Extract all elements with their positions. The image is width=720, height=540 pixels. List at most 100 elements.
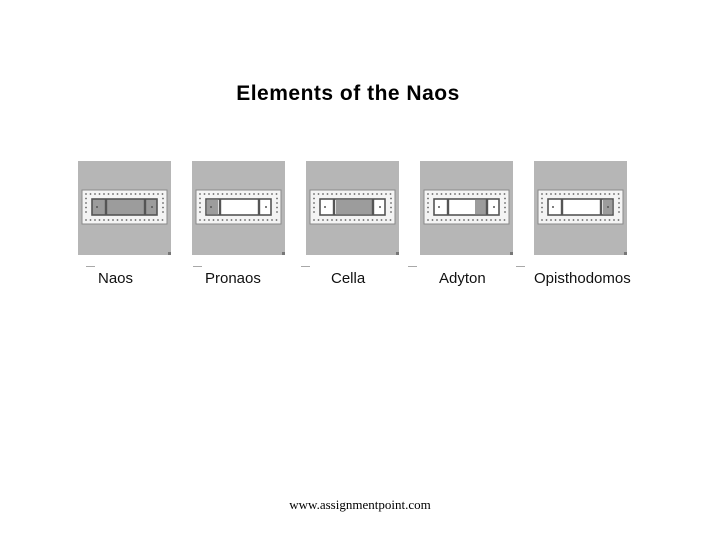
- column-dot: [376, 193, 378, 195]
- column-dot: [595, 219, 597, 221]
- column-dot: [221, 219, 224, 221]
- column-dot: [125, 219, 128, 221]
- column-dot: [476, 219, 479, 221]
- antae-column: [493, 206, 495, 208]
- panel-corner-mark: [168, 252, 171, 255]
- column-dot: [427, 197, 429, 200]
- column-dot: [130, 219, 132, 221]
- column-dot: [271, 193, 273, 195]
- column-dot: [217, 219, 219, 221]
- column-dot: [541, 211, 543, 213]
- column-dot: [380, 193, 383, 195]
- column-dot: [349, 193, 351, 195]
- column-dot: [239, 219, 242, 221]
- column-dot: [257, 219, 260, 221]
- column-dot: [380, 219, 383, 221]
- column-dot: [503, 219, 506, 221]
- column-dot: [563, 193, 566, 195]
- column-dot: [148, 193, 150, 195]
- column-dot: [94, 219, 96, 221]
- column-dot: [121, 193, 123, 195]
- antae-column: [438, 206, 440, 208]
- column-dot: [362, 193, 365, 195]
- column-dot: [276, 197, 278, 200]
- column-dot: [103, 219, 105, 221]
- column-dot: [85, 211, 87, 213]
- column-dot: [590, 219, 593, 221]
- column-dot: [599, 193, 602, 195]
- column-dot: [317, 193, 320, 195]
- column-dot: [162, 197, 164, 200]
- column-dot: [217, 193, 219, 195]
- column-dot: [499, 219, 501, 221]
- column-dot: [445, 219, 447, 221]
- column-dot: [94, 193, 96, 195]
- column-dot: [472, 219, 474, 221]
- column-dot: [85, 202, 87, 204]
- column-dot: [230, 219, 233, 221]
- column-dot: [143, 219, 146, 221]
- label-dash: [301, 266, 310, 267]
- column-dot: [476, 193, 479, 195]
- column-dot: [431, 193, 434, 195]
- column-dot: [504, 202, 506, 204]
- column-dot: [586, 193, 588, 195]
- column-dot: [139, 219, 141, 221]
- column-dot: [353, 219, 356, 221]
- column-dot: [613, 193, 615, 195]
- column-dot: [134, 193, 137, 195]
- column-dot: [340, 219, 342, 221]
- column-dot: [313, 197, 315, 200]
- column-dot: [212, 193, 215, 195]
- column-dot: [389, 193, 392, 195]
- column-dot: [371, 219, 374, 221]
- adyton-area: [475, 200, 486, 214]
- column-dot: [85, 197, 87, 200]
- temple-plan-naos: [78, 161, 171, 255]
- column-dot: [98, 219, 101, 221]
- plan-diagram-opisthodomos: [537, 189, 624, 225]
- naos-wall: [91, 198, 158, 216]
- column-dot: [458, 193, 461, 195]
- label-cella: Cella: [331, 270, 366, 287]
- column-dot: [199, 202, 201, 204]
- column-dot: [257, 193, 260, 195]
- column-dot: [322, 193, 324, 195]
- column-dot: [112, 193, 114, 195]
- column-dot: [157, 193, 159, 195]
- column-dot: [322, 219, 324, 221]
- column-dot: [161, 193, 164, 195]
- column-dot: [199, 193, 201, 195]
- naos-wall: [433, 198, 500, 216]
- column-dot: [581, 193, 584, 195]
- column-dot: [568, 219, 570, 221]
- column-dot: [599, 219, 602, 221]
- column-dot: [481, 219, 483, 221]
- column-dot: [226, 193, 228, 195]
- panel-corner-mark: [510, 252, 513, 255]
- column-dot: [494, 219, 497, 221]
- column-dot: [436, 193, 438, 195]
- column-dot: [504, 197, 506, 200]
- column-dot: [248, 193, 251, 195]
- column-dot: [440, 193, 443, 195]
- column-dot: [239, 193, 242, 195]
- column-dot: [266, 193, 269, 195]
- column-dot: [313, 211, 315, 213]
- column-dot: [230, 193, 233, 195]
- antae-column: [607, 206, 609, 208]
- column-dot: [454, 219, 456, 221]
- column-dot: [331, 193, 333, 195]
- column-dot: [157, 219, 159, 221]
- antae-column: [96, 206, 98, 208]
- column-dot: [431, 219, 434, 221]
- cella-area: [336, 200, 372, 214]
- column-dot: [467, 219, 470, 221]
- column-dot: [139, 193, 141, 195]
- column-dot: [436, 219, 438, 221]
- column-dot: [385, 219, 387, 221]
- column-dot: [389, 219, 392, 221]
- column-dot: [313, 193, 315, 195]
- column-dot: [317, 219, 320, 221]
- column-dot: [326, 193, 329, 195]
